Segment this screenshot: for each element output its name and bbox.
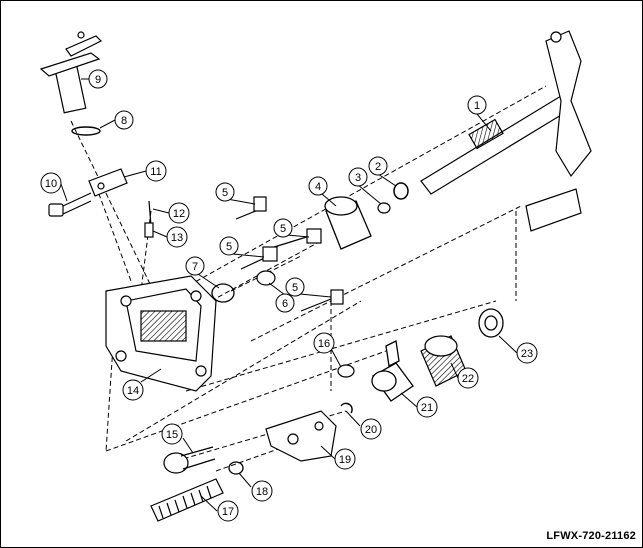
callout-1: 1 bbox=[467, 95, 487, 115]
callout-label: 5 bbox=[280, 223, 286, 235]
part-4-bushing bbox=[324, 196, 372, 250]
callout-label: 11 bbox=[150, 166, 161, 178]
part-18-washer bbox=[228, 461, 244, 475]
part-12-13-pins bbox=[144, 200, 154, 238]
part-2-seal bbox=[393, 182, 409, 200]
part-19-shift-fork bbox=[265, 410, 337, 462]
callout-18: 18 bbox=[251, 480, 273, 502]
callout-11: 11 bbox=[145, 160, 167, 182]
callout-label: 18 bbox=[256, 486, 268, 498]
callout-5c: 5 bbox=[219, 236, 239, 256]
callout-bubbles: 1 2 3 4 5 5 5 5 6 7 8 9 10 11 12 13 14 1… bbox=[40, 69, 538, 522]
part-20-clip bbox=[340, 402, 353, 414]
callout-6: 6 bbox=[275, 293, 295, 313]
callout-label: 19 bbox=[339, 454, 351, 466]
callout-3: 3 bbox=[348, 167, 368, 187]
callout-4: 4 bbox=[308, 176, 328, 196]
callout-label: 15 bbox=[166, 429, 178, 441]
callout-label: 1 bbox=[474, 100, 480, 112]
callout-21: 21 bbox=[416, 396, 438, 418]
part-15-bolt bbox=[163, 446, 216, 474]
callout-14: 14 bbox=[122, 379, 144, 401]
callout-label: 23 bbox=[521, 348, 533, 360]
callout-label: 21 bbox=[421, 402, 433, 414]
callout-22: 22 bbox=[457, 367, 479, 389]
callout-label: 4 bbox=[315, 181, 321, 193]
callout-label: 5 bbox=[292, 282, 298, 294]
part-21-hub bbox=[371, 340, 414, 402]
callout-13: 13 bbox=[166, 226, 188, 248]
callout-label: 7 bbox=[192, 261, 198, 273]
part-14-housing bbox=[105, 275, 217, 392]
callout-label: 20 bbox=[365, 424, 377, 436]
callout-label: 8 bbox=[121, 115, 127, 127]
callout-20: 20 bbox=[360, 418, 382, 440]
callout-8: 8 bbox=[114, 110, 134, 130]
part-22-gear bbox=[420, 335, 467, 387]
callout-23: 23 bbox=[516, 342, 538, 364]
callout-5b: 5 bbox=[273, 218, 293, 238]
part-23-bearing bbox=[478, 308, 504, 338]
callout-label: 16 bbox=[318, 338, 330, 350]
part-10-bolt bbox=[48, 192, 92, 217]
callout-label: 2 bbox=[375, 161, 381, 173]
callout-10: 10 bbox=[40, 172, 62, 194]
callout-15: 15 bbox=[161, 423, 183, 445]
callout-9: 9 bbox=[88, 69, 108, 89]
part-6-collar bbox=[256, 270, 276, 286]
part-8-snap-ring bbox=[71, 126, 101, 136]
callout-label: 5 bbox=[222, 187, 228, 199]
callout-label: 13 bbox=[171, 232, 183, 244]
part-1-shift-shaft bbox=[420, 30, 592, 232]
callout-label: 17 bbox=[222, 506, 234, 518]
callout-label: 5 bbox=[226, 241, 232, 253]
part-16-spacer bbox=[337, 364, 355, 378]
callout-label: 10 bbox=[45, 178, 57, 190]
callout-5a: 5 bbox=[215, 182, 235, 202]
figure-code: LFWX-720-21162 bbox=[546, 530, 636, 542]
callout-label: 9 bbox=[95, 74, 101, 86]
callout-label: 22 bbox=[462, 373, 474, 385]
callout-label: 6 bbox=[282, 298, 288, 310]
callout-2: 2 bbox=[368, 156, 388, 176]
callout-17: 17 bbox=[217, 500, 239, 522]
callout-label: 12 bbox=[173, 208, 185, 220]
part-17-spring bbox=[150, 478, 224, 522]
part-3-ring bbox=[377, 202, 391, 214]
part-11-clip bbox=[88, 168, 128, 197]
part-7-washer bbox=[211, 283, 235, 303]
callout-label: 14 bbox=[127, 385, 139, 397]
callout-19: 19 bbox=[334, 448, 356, 470]
callout-12: 12 bbox=[168, 202, 190, 224]
callout-7: 7 bbox=[185, 256, 205, 276]
callout-16: 16 bbox=[313, 332, 335, 354]
callout-5d: 5 bbox=[285, 277, 305, 297]
part-5-bolts bbox=[235, 196, 344, 312]
callout-label: 3 bbox=[355, 172, 361, 184]
part-9-cable-bracket bbox=[39, 31, 103, 114]
leader-lines bbox=[60, 78, 518, 512]
